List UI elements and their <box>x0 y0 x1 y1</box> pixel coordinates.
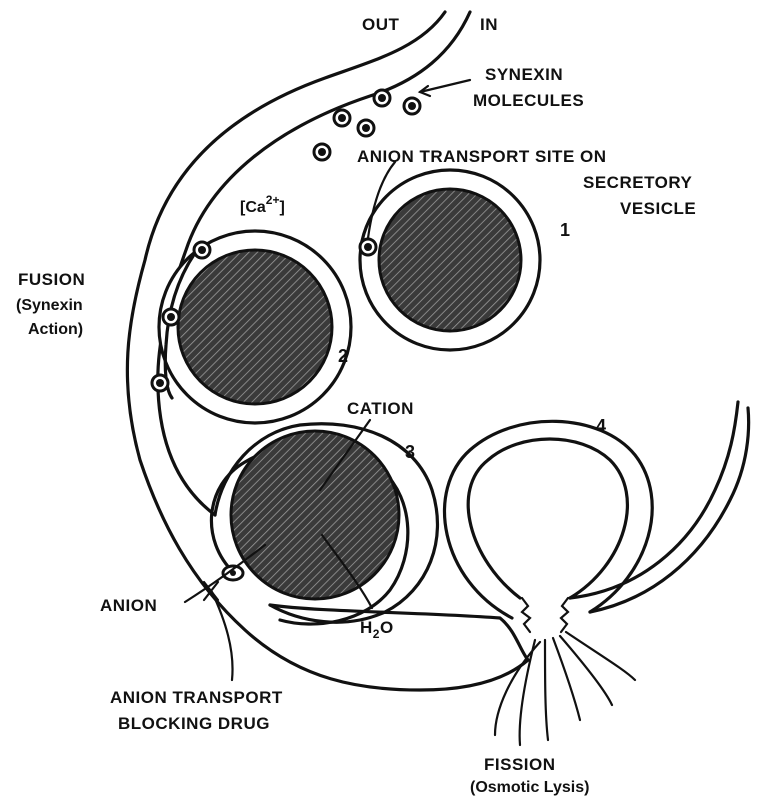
label-anion: ANION <box>100 596 157 615</box>
synexin-molecule <box>163 309 179 325</box>
label-anion-site-2: SECRETORY <box>583 173 693 192</box>
synexin-molecule <box>194 242 210 258</box>
label-synexin-2: MOLECULES <box>473 91 584 110</box>
label-fission-sub: (Osmotic Lysis) <box>470 779 589 796</box>
label-water: H2O <box>360 618 394 641</box>
secretory-vesicle-2 <box>159 231 351 423</box>
label-blocking-2: BLOCKING DRUG <box>118 714 270 733</box>
label-blocking-1: ANION TRANSPORT <box>110 688 283 707</box>
synexin-molecule <box>404 98 420 114</box>
label-synexin-1: SYNEXIN <box>485 65 563 84</box>
secretory-vesicle-1 <box>360 170 540 350</box>
label-fusion-3: Action) <box>28 321 83 338</box>
label-anion-site-1: ANION TRANSPORT SITE ON <box>357 147 607 166</box>
label-cation: CATION <box>347 399 414 418</box>
label-anion-site-3: VESICLE <box>620 199 696 218</box>
label-fission: FISSION <box>484 755 556 774</box>
stage-number-3: 3 <box>405 442 415 462</box>
synexin-molecule <box>152 375 168 391</box>
synexin-molecule <box>314 144 330 160</box>
label-out: OUT <box>362 15 400 34</box>
synexin-molecule <box>358 120 374 136</box>
synexin-molecule <box>374 90 390 106</box>
label-calcium: [Ca2+] <box>240 193 285 216</box>
label-in: IN <box>480 15 498 34</box>
synexin-molecule <box>334 110 350 126</box>
stage-number-1: 1 <box>560 220 570 240</box>
stage-number-4: 4 <box>596 416 606 436</box>
anion-transport-site <box>360 239 376 255</box>
fission-spray-lines <box>495 632 635 745</box>
label-fusion-1: FUSION <box>18 270 85 289</box>
label-fusion-2: (Synexin <box>16 297 83 314</box>
stage-number-2: 2 <box>338 346 348 366</box>
